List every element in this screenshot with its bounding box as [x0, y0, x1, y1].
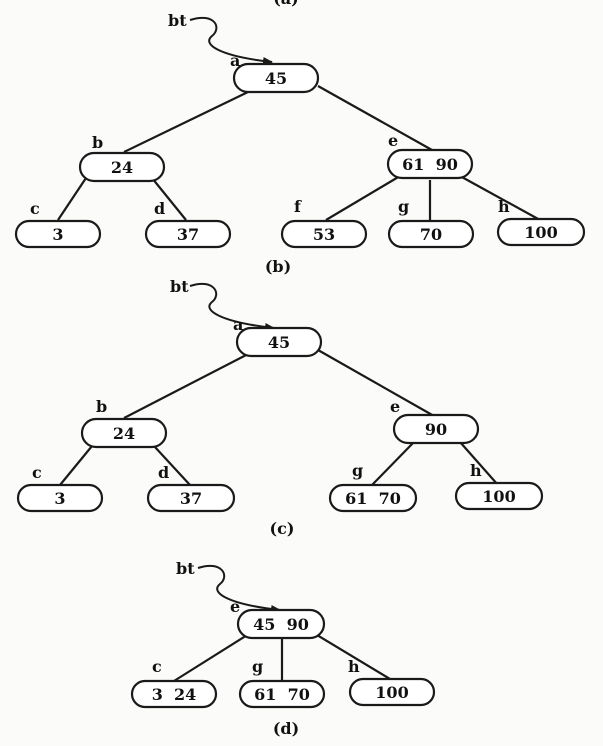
node-d-g-label: g: [252, 657, 263, 676]
node-b-d: 37 d: [144, 199, 232, 249]
node-b-g: 70 g: [387, 197, 475, 249]
node-d-c-label: c: [152, 657, 162, 676]
node-d-g-keys: 61 70: [254, 685, 310, 704]
edge-b-e-h: [459, 175, 541, 221]
node-b-f-keys: 53: [313, 225, 335, 244]
node-c-b: 24 b: [80, 397, 168, 449]
edge-d-e-c: [173, 631, 253, 682]
node-b-c-keys: 3: [52, 225, 63, 244]
node-b-g-keys: 70: [420, 225, 442, 244]
node-b-b-label: b: [92, 133, 103, 152]
node-b-g-label: g: [398, 197, 409, 216]
node-c-b-label: b: [96, 397, 107, 416]
node-b-c: 3 c: [14, 199, 102, 249]
node-d-g: 61 70 g: [238, 657, 326, 709]
node-d-h-keys: 100: [375, 683, 408, 702]
node-c-g-keys: 61 70: [345, 489, 401, 508]
node-b-e-keys: 61 90: [402, 155, 458, 174]
caption-b: (b): [265, 257, 291, 276]
edge-c-b-c: [59, 445, 93, 486]
edge-c-b-d: [153, 445, 191, 486]
node-d-h: 100 h: [348, 657, 436, 707]
node-c-d-label: d: [158, 463, 169, 482]
node-b-h-keys: 100: [524, 223, 557, 242]
node-d-c: 3 24 c: [130, 657, 218, 709]
node-d-c-keys: 3 24: [152, 685, 197, 704]
edge-b-b-d: [151, 177, 187, 221]
node-c-e-label: e: [390, 397, 400, 416]
node-c-e: 90 e: [390, 397, 480, 445]
node-b-b-keys: 24: [111, 158, 133, 177]
node-b-a: 45 a: [230, 51, 320, 94]
node-c-h-label: h: [470, 461, 482, 480]
edge-d-e-h: [311, 631, 391, 680]
node-c-d: 37 d: [146, 463, 236, 513]
node-b-d-keys: 37: [177, 225, 199, 244]
node-b-c-label: c: [30, 199, 40, 218]
bt-pointer-b: [189, 17, 273, 65]
node-b-f: 53 f: [280, 197, 368, 249]
pointer-label-c: bt: [170, 277, 189, 296]
edge-b-a-e: [317, 85, 433, 151]
edge-c-e-h: [459, 441, 499, 486]
node-b-e-label: e: [388, 131, 398, 150]
node-b-a-label: a: [230, 51, 240, 70]
node-d-e-keys: 45 90: [253, 615, 309, 634]
pointer-label-b: bt: [168, 11, 187, 30]
diagram-b: bt 45 a 24 b 61 90 e 3 c 37: [14, 11, 586, 276]
node-b-d-label: d: [154, 199, 165, 218]
node-c-g: 61 70 g: [328, 461, 418, 513]
diagram-c: bt 45 a 24 b 90 e 3 c 37 d: [16, 277, 544, 538]
node-c-h-keys: 100: [482, 487, 515, 506]
edge-b-a-b: [123, 91, 249, 153]
node-c-a-label: a: [233, 315, 243, 334]
node-c-g-label: g: [352, 461, 363, 480]
pointer-label-d: bt: [176, 559, 195, 578]
node-b-b: 24 b: [78, 133, 166, 183]
caption-c: (c): [270, 519, 295, 538]
edge-c-e-g: [371, 441, 415, 486]
node-b-h: 100 h: [496, 197, 586, 247]
node-b-f-label: f: [294, 197, 302, 216]
caption-d: (d): [273, 719, 299, 738]
node-c-b-keys: 24: [113, 424, 135, 443]
edge-c-a-e: [317, 349, 435, 417]
node-b-a-keys: 45: [265, 69, 287, 88]
node-c-d-keys: 37: [180, 489, 202, 508]
node-d-e: 45 90 e: [230, 597, 326, 640]
node-b-h-label: h: [498, 197, 510, 216]
node-c-c-label: c: [32, 463, 42, 482]
caption-a: (a): [273, 0, 299, 8]
edge-b-b-c: [57, 177, 87, 221]
bt-pointer-d: [197, 565, 281, 613]
node-c-e-keys: 90: [425, 420, 447, 439]
node-d-e-label: e: [230, 597, 240, 616]
node-c-a-keys: 45: [268, 333, 290, 352]
node-c-h: 100 h: [454, 461, 544, 511]
node-c-c: 3 c: [16, 463, 104, 513]
bt-pointer-c: [189, 283, 275, 331]
node-b-e: 61 90 e: [386, 131, 474, 180]
node-d-h-label: h: [348, 657, 360, 676]
node-c-a: 45 a: [233, 315, 323, 358]
edge-c-a-b: [123, 351, 253, 419]
diagram-d: bt 45 90 e 3 24 c 61 70 g 100 h (d): [130, 559, 436, 738]
edge-b-e-f: [325, 175, 401, 221]
node-c-c-keys: 3: [54, 489, 65, 508]
